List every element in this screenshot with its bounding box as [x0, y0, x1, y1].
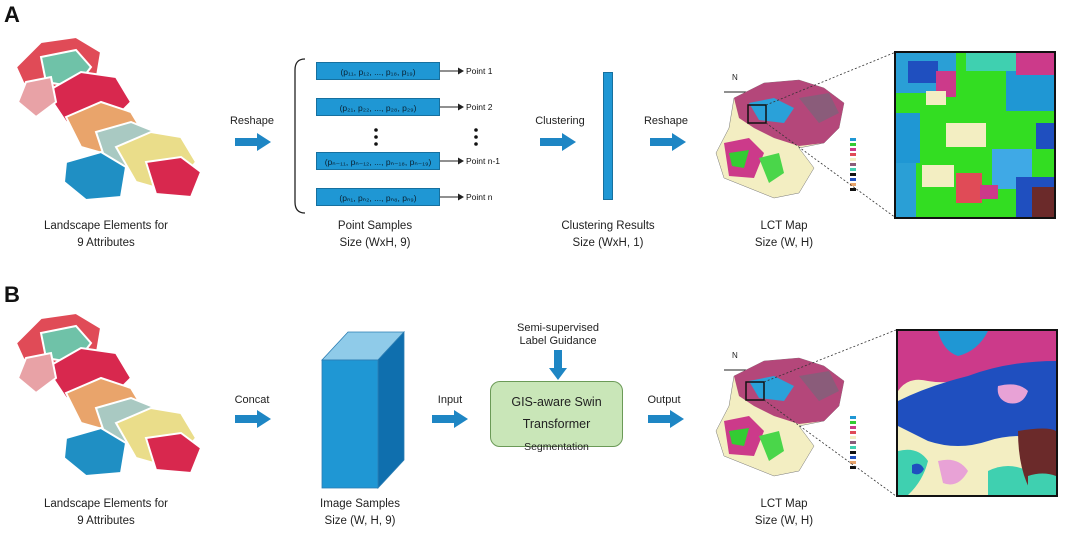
- point-box: (p₂₁, p₂₂, ..., p₂₈, p₂₉): [316, 98, 440, 116]
- point-label: Point 1: [466, 66, 493, 76]
- zoom-lines: [760, 328, 900, 498]
- point-box: (pₙ₁, pₙ₂, ..., pₙ₈, pₙ₉): [316, 188, 440, 206]
- point-box: (pₙ₋₁₁, pₙ₋₁₂, ..., pₙ₋₁₈, pₙ₋₁₉): [316, 152, 440, 170]
- right-arrow-icon: [648, 410, 684, 428]
- input-label: Input: [437, 394, 463, 406]
- right-arrow-icon: [540, 133, 576, 151]
- lct-map-size: Size (W, H): [754, 515, 814, 527]
- arrow-icon: [440, 66, 464, 76]
- lct-map-image: N: [704, 336, 864, 496]
- arrow-icon: [440, 102, 464, 112]
- zoom-lines: [762, 50, 902, 220]
- reshape-label: Reshape: [229, 115, 275, 127]
- swin-segmentation-box: GIS-aware Swin Transformer Segmentation: [490, 381, 623, 453]
- lct-zoom-inset: [894, 51, 1056, 219]
- ellipsis-icon: [372, 127, 380, 147]
- seg-line1: GIS-aware Swin: [511, 395, 602, 409]
- image-samples-caption: Image Samples: [320, 498, 400, 510]
- arrow-icon: [440, 192, 464, 202]
- concat-label: Concat: [234, 394, 270, 406]
- lct-map-size: Size (W, H): [754, 237, 814, 249]
- point-label: Point n-1: [466, 156, 501, 166]
- reshape-label: Reshape: [643, 115, 689, 127]
- right-arrow-icon: [235, 410, 271, 428]
- seg-line2-suffix: Segmentation: [524, 441, 589, 453]
- output-label: Output: [647, 394, 681, 406]
- point-samples-size: Size (WxH, 9): [339, 237, 411, 249]
- right-arrow-icon: [235, 133, 271, 151]
- lct-zoom-inset: [896, 329, 1058, 497]
- image-samples-size: Size (W, H, 9): [324, 515, 396, 527]
- right-arrow-icon: [432, 410, 468, 428]
- landscape-caption-line1: Landscape Elements for: [43, 498, 169, 510]
- seg-line2-main: Transformer: [522, 417, 591, 431]
- clustering-result-bar: [603, 72, 613, 200]
- landscape-caption-line2: 9 Attributes: [77, 515, 135, 527]
- landscape-elements-image: [6, 298, 206, 478]
- svg-text:N: N: [732, 73, 738, 82]
- svg-text:N: N: [732, 351, 738, 360]
- landscape-caption-line1: Landscape Elements for: [43, 220, 169, 232]
- seg-line2: Transformer Segmentation: [491, 413, 622, 458]
- clustering-label: Clustering: [535, 115, 585, 127]
- guidance-line2: Label Guidance: [519, 335, 597, 347]
- lct-map-image: N: [704, 58, 864, 218]
- point-label: Point 2: [466, 102, 493, 112]
- clustering-results-caption: Clustering Results: [561, 220, 655, 232]
- ellipsis-icon: [472, 127, 480, 147]
- point-box: (p₁₁, p₁₂, ..., p₁₈, p₁₉): [316, 62, 440, 80]
- clustering-results-size: Size (WxH, 1): [572, 237, 644, 249]
- landscape-elements-image: [6, 22, 206, 202]
- image-samples-cube: [318, 328, 408, 490]
- lct-map-caption: LCT Map: [760, 220, 808, 232]
- panel-a-label: A: [4, 2, 20, 27]
- lct-map-caption: LCT Map: [760, 498, 808, 510]
- down-arrow-icon: [549, 350, 567, 380]
- point-label: Point n: [466, 192, 493, 202]
- point-samples-caption: Point Samples: [337, 220, 413, 232]
- landscape-caption-line2: 9 Attributes: [77, 237, 135, 249]
- panel-b-label: B: [4, 282, 20, 307]
- guidance-line1: Semi-supervised: [517, 322, 599, 334]
- bracket: [292, 58, 306, 214]
- arrow-icon: [440, 156, 464, 166]
- right-arrow-icon: [650, 133, 686, 151]
